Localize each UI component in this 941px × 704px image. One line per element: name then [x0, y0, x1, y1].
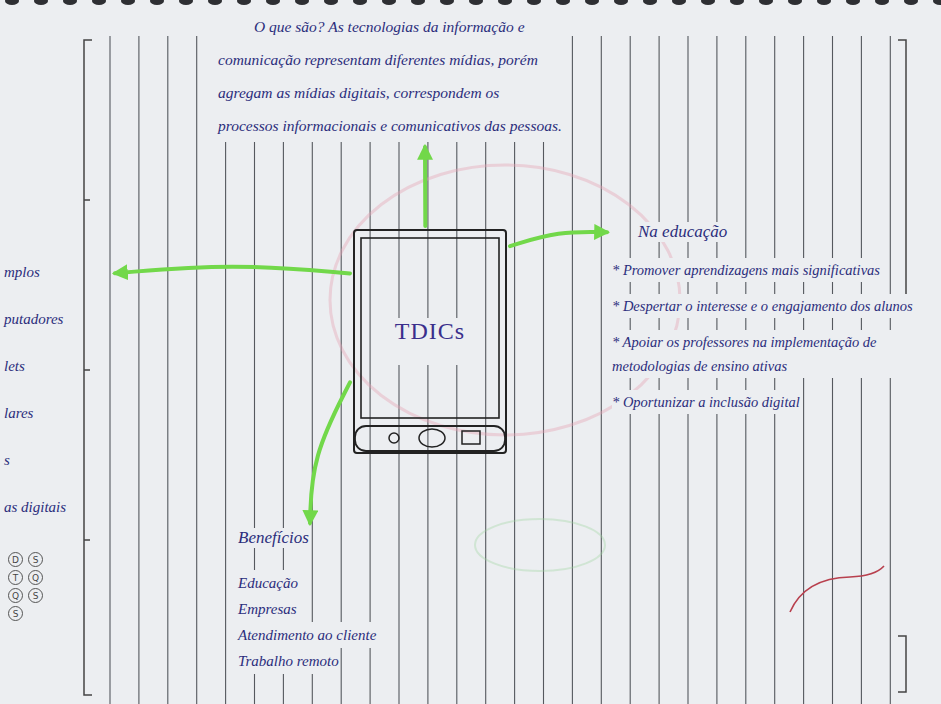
spiral-hole — [933, 0, 941, 5]
branch-text: * Oportunizar a inclusão digital — [612, 390, 800, 414]
ruled-line — [167, 36, 168, 704]
weekday-marker: Q — [8, 588, 23, 603]
pen-mark — [790, 566, 884, 612]
weekday-marker: S — [28, 588, 43, 603]
page-bracket — [84, 40, 92, 695]
branch-text: s — [4, 450, 10, 470]
spiral-hole — [179, 0, 193, 5]
spiral-hole — [788, 0, 802, 5]
spiral-hole — [5, 0, 19, 5]
green-arrow — [115, 267, 350, 274]
ruled-line — [601, 36, 602, 704]
weekday-marker: S — [8, 606, 23, 621]
spiral-hole — [527, 0, 541, 5]
spiral-hole — [904, 0, 918, 5]
branch-text: * Despertar o interesse e o engajamento … — [612, 294, 913, 318]
green-arrow — [310, 382, 350, 523]
spiral-hole — [150, 0, 164, 5]
spiral-hole — [237, 0, 251, 5]
spiral-hole — [295, 0, 309, 5]
spiral-hole — [63, 0, 77, 5]
branch-text: mplos — [4, 262, 40, 282]
ruled-line — [196, 36, 197, 704]
spiral-hole — [440, 0, 454, 5]
spiral-hole — [411, 0, 425, 5]
branch-text: Empresas — [238, 596, 297, 622]
branch-text: lares — [4, 403, 33, 423]
branch-text: putadores — [4, 309, 63, 329]
branch-heading: Benefícios — [238, 528, 309, 548]
weekday-marker: D — [8, 552, 23, 567]
spiral-hole — [34, 0, 48, 5]
ruled-line — [138, 36, 139, 704]
definition-note: O que são? As tecnologias da informação … — [218, 10, 563, 142]
spiral-hole — [324, 0, 338, 5]
spiral-hole — [556, 0, 570, 5]
spiral-holes — [5, 0, 941, 5]
node-title: TDICs — [395, 318, 465, 365]
spiral-hole — [469, 0, 483, 5]
spiral-hole — [701, 0, 715, 5]
ruled-line — [109, 36, 110, 704]
spiral-hole — [875, 0, 889, 5]
education-list: Na educação * Promover aprendizagens mais… — [612, 222, 934, 426]
spiral-hole — [759, 0, 773, 5]
benefits-list: BenefíciosEducaçãoEmpresasAtendimento ao… — [238, 528, 478, 674]
spiral-hole — [817, 0, 831, 5]
spiral-hole — [730, 0, 744, 5]
spiral-hole — [266, 0, 280, 5]
spiral-hole — [585, 0, 599, 5]
spiral-hole — [353, 0, 367, 5]
branch-text: Atendimento ao cliente — [238, 622, 376, 648]
weekday-marker: T — [8, 570, 23, 585]
branch-text: O que são? As tecnologias da informação … — [218, 10, 563, 142]
green-arrow — [423, 147, 427, 226]
tablet-node: TDICs — [352, 228, 508, 455]
spiral-hole — [382, 0, 396, 5]
weekday-marker: Q — [28, 570, 43, 585]
branch-text: * Apoiar os professores na implementação… — [612, 330, 934, 378]
branch-text: * Promover aprendizagens mais significat… — [612, 258, 880, 282]
branch-heading: Na educação — [638, 222, 727, 242]
weekday-marker: S — [28, 552, 43, 567]
spiral-hole — [92, 0, 106, 5]
spiral-hole — [498, 0, 512, 5]
spiral-hole — [208, 0, 222, 5]
branch-text: Educação — [238, 570, 298, 596]
spiral-hole — [846, 0, 860, 5]
branch-text: Trabalho remoto — [238, 648, 339, 674]
branch-text: lets — [4, 356, 25, 376]
spiral-hole — [672, 0, 686, 5]
spiral-hole — [121, 0, 135, 5]
spiral-hole — [614, 0, 628, 5]
spiral-hole — [643, 0, 657, 5]
examples-list: mplos putadores lets lares s as digitais — [4, 262, 110, 544]
show-through-shape — [475, 519, 605, 571]
branch-text: as digitais — [4, 497, 66, 517]
ruled-line — [572, 36, 573, 704]
green-arrow — [510, 232, 607, 246]
